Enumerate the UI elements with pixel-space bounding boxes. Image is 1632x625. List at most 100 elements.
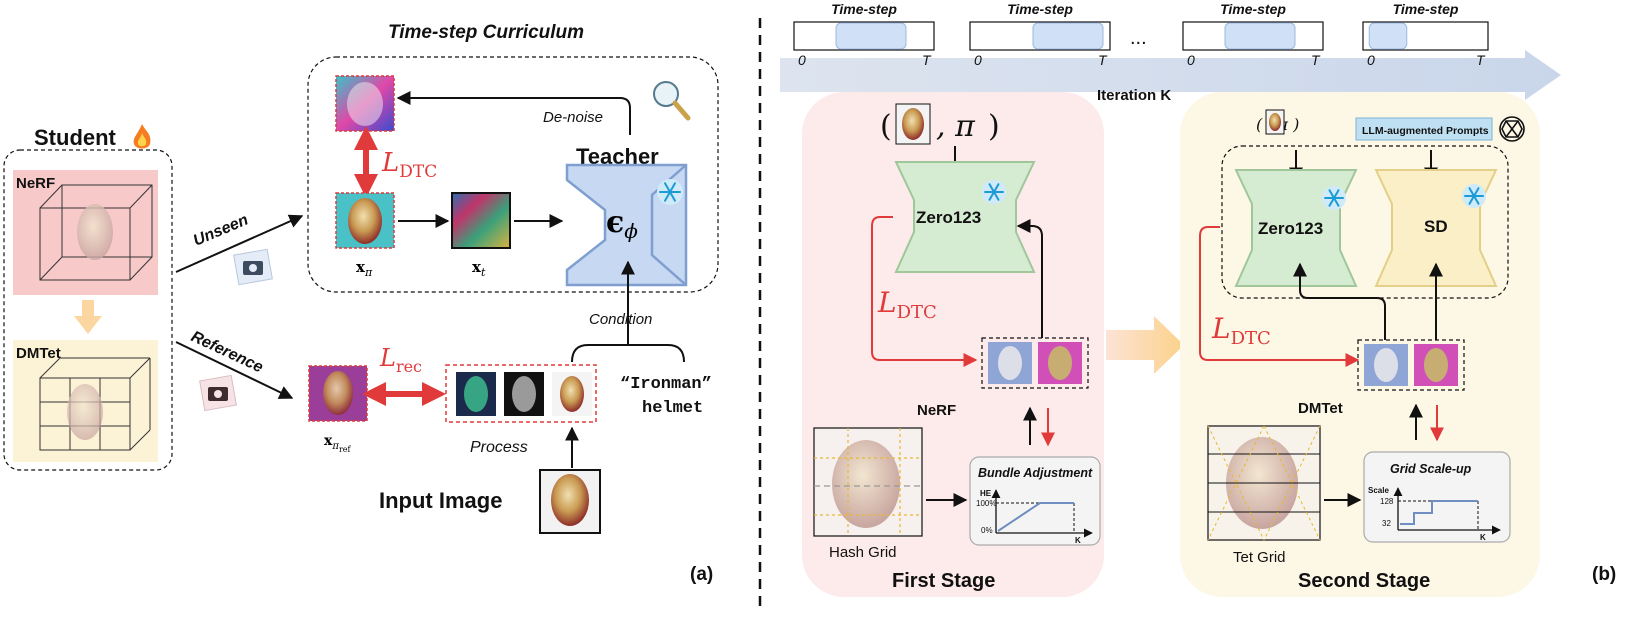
llm-prompts-box <box>1355 117 1493 141</box>
nerf-to-dmtet-arrow <box>82 300 94 318</box>
timestep-end: T <box>1311 52 1321 68</box>
second-stage-dtc-path <box>1199 226 1360 367</box>
hash-grid-label: Hash Grid <box>829 544 897 561</box>
curriculum-box <box>307 56 719 293</box>
dtc-loss-label: LDTC <box>381 148 437 182</box>
condition-brace <box>571 344 685 363</box>
magnifier-icon <box>653 81 691 121</box>
student-label: Student <box>34 125 117 150</box>
bundle-adjustment-box <box>969 456 1101 546</box>
timestep-start: 0 <box>1367 52 1375 68</box>
first-stage-cond-pi: , π <box>936 109 976 144</box>
iteration-label: Iteration K <box>1097 87 1171 104</box>
adjust-x-axis: K <box>1075 536 1081 545</box>
scale-y-bottom: 32 <box>1382 519 1391 528</box>
timestep-end: T <box>1098 52 1108 68</box>
first-stage-representation-label: NeRF <box>917 402 956 419</box>
bundle-adjustment-curve <box>997 502 1074 532</box>
panel-b: Iteration K Time-step 0 T Time-step 0 T Time-s… <box>780 1 1616 597</box>
second-stage-models-box <box>1221 145 1509 299</box>
fire-icon <box>133 124 151 149</box>
iteration-arrow <box>780 50 1561 100</box>
first-stage-dtc-path <box>871 216 978 367</box>
camera-icon <box>199 374 237 412</box>
dmtet-label: DMTet <box>16 345 61 362</box>
teacher-model <box>565 163 688 287</box>
unseen-label: Unseen <box>191 211 251 249</box>
first-stage-cond-close: ) <box>988 109 1000 144</box>
grid-scale-up-curve <box>1400 500 1478 525</box>
timestep-start: 0 <box>1187 52 1195 68</box>
scale-y-top: 128 <box>1380 497 1394 506</box>
nerf-cube <box>39 184 153 281</box>
reference-label: Reference <box>188 328 265 376</box>
snowflake-icon <box>982 180 1006 204</box>
timestep-end: T <box>1476 52 1486 68</box>
first-stage-render-box <box>981 337 1089 389</box>
timestep-label: Time-step <box>1393 1 1459 17</box>
scale-y-axis: Scale <box>1368 486 1389 495</box>
first-stage-cond-open: ( <box>880 109 892 144</box>
nerf-head-image <box>77 204 113 260</box>
tet-grid-lines <box>1208 453 1320 513</box>
second-stage-render-arrow-a <box>1293 262 1386 340</box>
eps-phi-label: ϵϕ <box>606 205 638 243</box>
tet-grid-label: Tet Grid <box>1233 549 1286 566</box>
timestep-label: Time-step <box>831 1 897 17</box>
panel-b-tag: (b) <box>1592 564 1616 585</box>
adjust-y-axis: HE <box>980 489 992 498</box>
student-box <box>3 149 173 471</box>
second-stage-dtc-label: LDTC <box>1211 312 1271 349</box>
reference-arrow <box>175 341 294 399</box>
x-t-image <box>451 192 511 249</box>
timestep-ellipsis: ... <box>1130 27 1147 49</box>
openai-logo-icon <box>1499 116 1525 142</box>
second-stage-model-a-label: Zero123 <box>1258 219 1323 238</box>
camera-icon <box>233 248 273 286</box>
timestep-range <box>835 22 907 50</box>
process-box <box>445 364 597 423</box>
first-stage-title: First Stage <box>892 570 995 592</box>
second-stage-render-box <box>1357 339 1465 391</box>
process-label: Process <box>470 439 528 456</box>
timestep-range <box>1032 22 1104 50</box>
grid-scale-up-box <box>1363 451 1511 543</box>
timestep-range <box>1368 22 1408 50</box>
first-stage-render-arrow <box>1016 219 1043 338</box>
timestep-end: T <box>922 52 932 68</box>
rec-loss-label: Lrec <box>379 344 422 376</box>
timestep-range <box>1224 22 1296 50</box>
time-step-curriculum-title: Time-step Curriculum <box>388 22 584 43</box>
panel-a: Student NeRF DMTet <box>3 22 719 585</box>
x-t-label: xt <box>472 258 486 279</box>
denoise-label: De-noise <box>543 109 603 126</box>
adjust-y-bottom: 0% <box>981 526 993 535</box>
second-stage-title: Second Stage <box>1298 570 1430 592</box>
hash-grid-lines <box>814 428 922 536</box>
scale-x-axis: K <box>1480 533 1486 542</box>
nerf-label: NeRF <box>16 175 55 192</box>
x-pi-label: xπ <box>356 258 373 279</box>
input-image-label: Input Image <box>379 488 502 513</box>
x-pi-ref-label: xπref <box>324 433 351 454</box>
llm-prompts-label: LLM-augmented Prompts <box>1362 125 1489 137</box>
snowflake-icon <box>657 179 683 205</box>
bundle-adjustment-title: Bundle Adjustment <box>978 466 1093 480</box>
first-stage-model-label: Zero123 <box>916 208 981 227</box>
second-stage-model-b-label: SD <box>1424 217 1448 236</box>
prompt-text-line2: helmet <box>642 399 703 418</box>
timestep-start: 0 <box>798 52 806 68</box>
second-stage-representation-label: DMTet <box>1298 400 1343 417</box>
first-stage-dtc-label: LDTC <box>877 286 937 323</box>
snowflake-icon <box>1462 184 1486 208</box>
timestep-start: 0 <box>974 52 982 68</box>
unseen-arrow <box>175 214 304 273</box>
dmtet-head-image <box>67 384 103 440</box>
stage-transition-arrow <box>1106 316 1184 374</box>
timestep-label: Time-step <box>1220 1 1286 17</box>
snowflake-icon <box>1322 186 1346 210</box>
denoise-arrow <box>396 91 631 135</box>
adjust-y-top: 100% <box>976 499 996 508</box>
